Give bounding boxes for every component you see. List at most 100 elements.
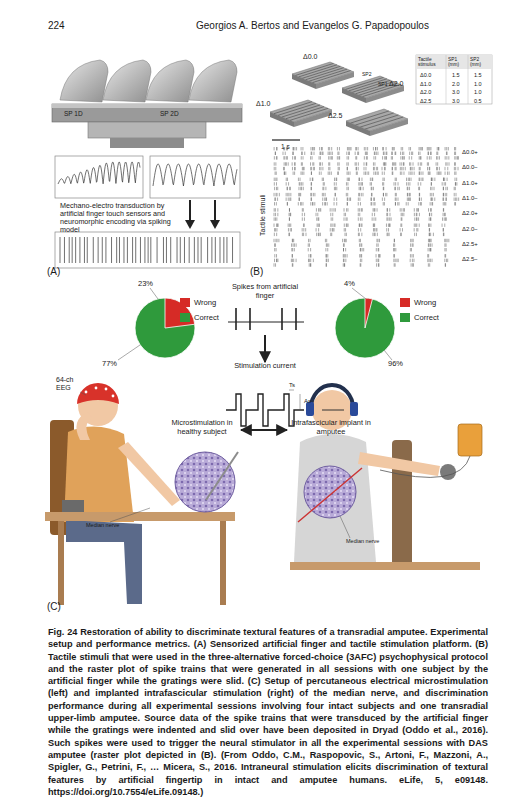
force-signal [153,164,237,186]
raster-tick [374,208,375,211]
raster-tick [346,224,347,227]
grating-ridge [299,65,337,77]
raster-tick [447,239,448,242]
raster-tick [409,156,410,159]
raster-tick [378,248,379,251]
raster-tick [407,198,408,201]
grating-ridge [360,115,398,127]
raster-tick [377,208,378,211]
raster-tick [432,243,433,246]
raster-tick [314,147,315,150]
raster-tick [404,156,405,159]
leader-line [118,345,140,360]
raster-tick [360,182,361,185]
raster-tick [291,228,292,231]
raster-tick [347,198,348,201]
node-text: Intrafascicular implant in amputee [290,419,372,437]
raster-tick [394,239,395,242]
raster-tick [322,178,323,181]
raster-row-label: Δ0.0+ [462,149,478,156]
raster-tick [442,198,443,201]
raster-tick [343,248,344,251]
raster-tick [309,263,310,266]
raster-tick [293,259,294,262]
raster-tick [444,202,445,205]
raster-tick [311,187,312,190]
pie-wrong [165,298,195,328]
raster-tick [413,162,414,165]
raster-tick [417,228,418,231]
raster-tick [326,243,327,246]
raster-tick [349,198,350,201]
raster-tick [432,202,433,205]
grating-label: Δ2.0 [389,80,403,88]
raster-tick [419,178,420,181]
eeg-electrode [85,391,88,394]
raster-tick [394,162,395,165]
raster-tick [322,162,323,165]
raster-tick [374,224,375,227]
raster-tick [447,162,448,165]
raster-tick [387,213,388,216]
arrow-connector [264,335,266,362]
raster-tick [430,248,431,251]
raster-tick [454,202,455,205]
raster-tick [455,182,456,185]
raster-tick [298,198,299,201]
raster-tick [455,182,456,185]
raster-tick [389,224,390,227]
raster-tick [303,233,304,236]
raster-tick [332,152,333,155]
raster-tick [458,156,459,159]
raster-tick [290,213,291,216]
raster-tick [345,254,346,257]
raster-tick [414,208,415,211]
raster-tick [299,198,300,201]
raster-tick [392,172,393,175]
raster-tick [443,208,444,211]
raster-tick [375,233,376,236]
raster-tick [328,152,329,155]
raster-tick [403,152,404,155]
raster-tick [421,172,422,175]
raster-tick [347,193,348,196]
raster-tick [336,178,337,181]
raster-tick [375,147,376,150]
raster-tick [446,198,447,201]
raster-tick [288,198,289,201]
raster-tick [427,147,428,150]
eeg-cap [77,383,119,404]
raster-tick [364,167,365,170]
raster-tick [355,162,356,165]
raster-tick [311,198,312,201]
raster-tick [295,167,296,170]
raster-tick [362,208,363,211]
raster-tick [377,147,378,150]
raster-tick [287,202,288,205]
raster-tick [399,202,400,205]
nerve-cross-section [175,452,235,512]
raster-tick [386,217,387,220]
raster-tick [454,178,455,181]
grating-ridge [345,77,383,89]
raster-tick [443,187,444,190]
raster-tick [338,172,339,175]
raster-tick [277,187,278,190]
table-rule [446,55,447,104]
raster-tick [311,167,312,170]
legend-swatch [180,313,190,322]
raster-tick [396,198,397,201]
raster-tick [383,152,384,155]
node-text: Spikes from artificial finger [225,283,305,301]
raster-tick [323,178,324,181]
raster-tick [343,259,344,262]
raster-tick [404,208,405,211]
raster-tick [348,152,349,155]
spike [163,237,164,263]
raster-tick [288,224,289,227]
raster-tick [276,259,277,262]
raster-tick [401,172,402,175]
raster-tick [301,147,302,150]
raster-tick [277,224,278,227]
raster-tick [408,198,409,201]
